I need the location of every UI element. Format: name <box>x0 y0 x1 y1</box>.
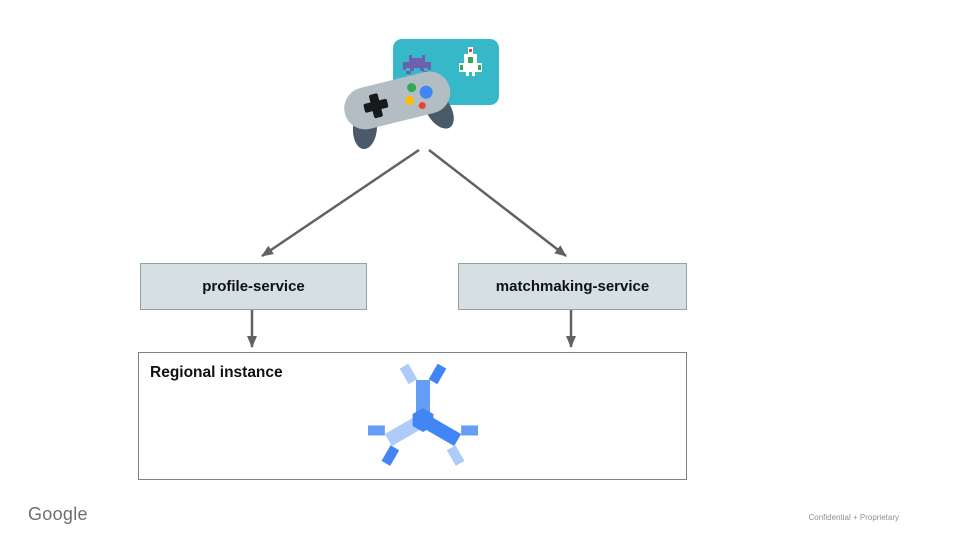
arrow-client-to-matchmaking <box>428 149 567 257</box>
google-logo: Google <box>28 504 88 524</box>
arrow-client-to-profile <box>261 148 420 258</box>
button-yellow <box>405 95 415 105</box>
gamepad-icon <box>344 71 454 150</box>
spaceship-icon <box>459 47 482 76</box>
button-green <box>407 83 417 93</box>
dpad-icon <box>363 93 389 119</box>
cloud-spanner-icon <box>368 364 478 466</box>
button-red <box>418 102 426 110</box>
button-blue <box>419 85 433 99</box>
regional-instance-label: Regional instance <box>150 364 283 381</box>
node-profile-service: profile-service <box>140 263 367 310</box>
matchmaking-service-label: matchmaking-service <box>495 278 650 295</box>
spanner-hub <box>412 408 434 432</box>
profile-service-label: profile-service <box>202 278 305 295</box>
confidential-note: Confidential + Proprietary <box>808 513 900 522</box>
node-matchmaking-service: matchmaking-service <box>458 263 687 310</box>
node-regional-instance: Regional instance <box>138 352 687 480</box>
spanner-arm-top <box>399 364 447 415</box>
game-client-icon <box>333 33 508 161</box>
